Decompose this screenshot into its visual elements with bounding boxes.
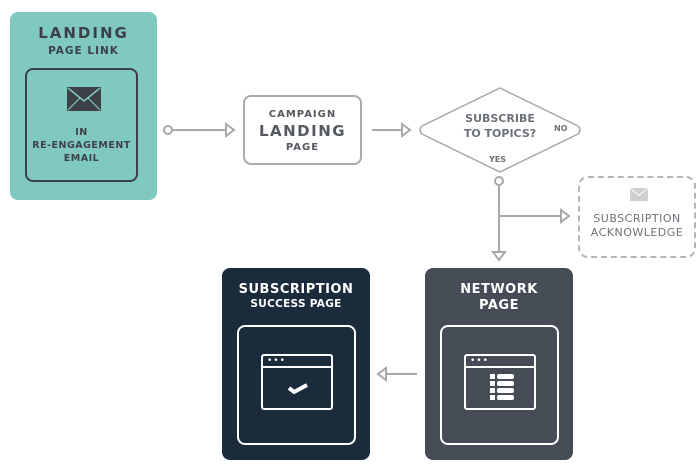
decision-no-label: NO [554, 124, 568, 133]
email-box: IN RE-ENGAGEMENT EMAIL [25, 68, 138, 182]
success-title: SUBSCRIPTION SUCCESS PAGE [238, 282, 354, 310]
campaign-line2: LANDING [258, 122, 347, 140]
email-label: IN RE-ENGAGEMENT EMAIL [32, 127, 131, 164]
landing-subtitle: PAGE LINK [48, 45, 119, 57]
decision-question: SUBSCRIBE TO TOPICS? [463, 112, 537, 140]
envelope-icon [67, 87, 101, 111]
network-frame: ••• [440, 325, 559, 445]
decision-diamond [419, 87, 581, 173]
network-page-node: NETWORK PAGE ••• [425, 268, 573, 460]
arrow-to-acknowledge [499, 208, 571, 224]
arrow-yes-to-network [491, 176, 507, 262]
envelope-icon [630, 188, 648, 201]
browser-checklist-icon: ••• [464, 354, 536, 410]
campaign-line3: PAGE [285, 142, 320, 153]
browser-checkmark-icon: ••• [261, 354, 333, 410]
campaign-line1: CAMPAIGN [268, 109, 337, 120]
network-title: NETWORK PAGE [460, 282, 538, 313]
landing-page-link-node: LANDING PAGE LINK IN RE-ENGAGEMENT EMAIL [10, 12, 157, 200]
arrow-campaign-to-decision [372, 122, 412, 138]
checkmark-icon [287, 383, 308, 394]
subscription-success-node: SUBSCRIPTION SUCCESS PAGE ••• [222, 268, 370, 460]
subscription-acknowledge-node: SUBSCRIPTION ACKNOWLEDGE [578, 176, 696, 258]
decision-yes-label: YES [489, 155, 507, 164]
arrow-network-to-success [376, 366, 417, 382]
success-frame: ••• [237, 325, 356, 445]
landing-title: LANDING [38, 24, 129, 42]
checklist-icon [490, 374, 514, 400]
campaign-landing-node: CAMPAIGN LANDING PAGE [243, 95, 362, 165]
arrow-landing-to-campaign [163, 122, 236, 138]
acknowledge-label: SUBSCRIPTION ACKNOWLEDGE [590, 212, 684, 239]
